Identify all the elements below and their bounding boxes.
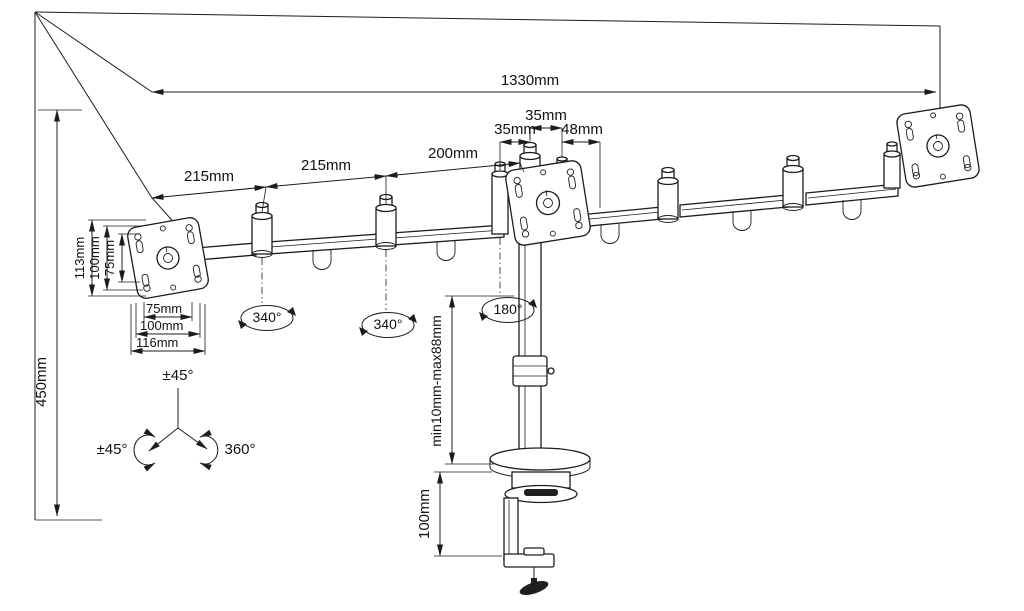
label-clamp-height: 100mm bbox=[416, 489, 433, 539]
rotation-oval-center bbox=[481, 297, 535, 323]
collar-screw bbox=[547, 367, 555, 375]
clamp-knob bbox=[519, 581, 549, 595]
label-arm-segment-1: 215mm bbox=[184, 168, 234, 185]
rotation-oval-joint2 bbox=[361, 312, 415, 338]
rotate-arc-right bbox=[199, 429, 219, 471]
frame-top-line bbox=[34, 11, 941, 27]
label-vesa-116: 116mm bbox=[136, 335, 178, 350]
cable-clip-1 bbox=[312, 250, 332, 270]
label-center-offset-1: 35mm bbox=[494, 121, 536, 138]
label-joint1-swivel: 340° bbox=[253, 309, 282, 325]
tilt-arc-left bbox=[133, 428, 156, 472]
vesa-plate-left bbox=[127, 217, 209, 299]
arm-segment-1 bbox=[267, 233, 381, 255]
tilt-indicator bbox=[133, 388, 219, 472]
center-pole bbox=[512, 227, 555, 463]
rotation-indicators bbox=[133, 297, 537, 472]
label-total-width: 1330mm bbox=[501, 72, 559, 89]
label-rotation-360: 360° bbox=[224, 441, 255, 458]
label-tilt-side: ±45° bbox=[97, 441, 128, 458]
clamp-jaw-pad bbox=[523, 547, 545, 556]
vesa-plate-center bbox=[505, 160, 591, 246]
vesa-plate-right bbox=[896, 104, 980, 188]
label-tilt: ±45° bbox=[163, 367, 194, 384]
label-column-height: 450mm bbox=[33, 357, 50, 407]
cable-clip-2 bbox=[436, 241, 456, 261]
dim-line-arm-1 bbox=[151, 185, 267, 200]
center-offset-cylinder-left bbox=[491, 161, 509, 235]
clamp-base-disc bbox=[489, 447, 591, 471]
dim-line-arm-3 bbox=[385, 161, 521, 178]
right-plate-pivot bbox=[883, 141, 901, 189]
frame-diagonal-upper bbox=[34, 11, 153, 93]
label-center-offset-2: 35mm bbox=[525, 107, 567, 124]
label-vesa-113: 113mm bbox=[72, 237, 87, 279]
clamp-lower-jaw bbox=[503, 553, 555, 568]
cable-clip-4 bbox=[732, 211, 752, 231]
dimension-labels: 1330mm 215mm 215mm 200mm 35mm 35mm 48mm … bbox=[33, 72, 603, 539]
cable-clips bbox=[312, 200, 862, 270]
label-height-range: min10mm-max88mm bbox=[428, 315, 444, 446]
label-arm-segment-3: 200mm bbox=[428, 145, 478, 162]
arm-segment-2 bbox=[391, 224, 505, 246]
pole-collar bbox=[512, 355, 548, 387]
dimension-lines bbox=[54, 89, 937, 557]
label-center-offset-3: 48mm bbox=[561, 121, 603, 138]
joint-cylinder-4 bbox=[782, 154, 804, 211]
label-center-swivel: 180° bbox=[494, 301, 523, 317]
joint-cylinder-3 bbox=[657, 166, 679, 223]
label-vesa-75v: 75mm bbox=[102, 240, 117, 276]
label-vesa-75h: 75mm bbox=[146, 301, 182, 316]
dim-line-arm-2 bbox=[265, 174, 387, 189]
desk-clamp bbox=[489, 447, 591, 595]
arm-segment-5 bbox=[805, 183, 899, 206]
label-arm-segment-2: 215mm bbox=[301, 157, 351, 174]
cable-clip-5 bbox=[842, 200, 862, 220]
rotation-oval-joint1 bbox=[240, 305, 294, 331]
label-joint2-swivel: 340° bbox=[374, 316, 403, 332]
label-vesa-100h: 100mm bbox=[140, 318, 183, 333]
frame-diagonal-lower bbox=[34, 11, 197, 248]
arm-segment-4 bbox=[679, 194, 789, 218]
clamp-slot bbox=[524, 489, 558, 496]
label-vesa-100v: 100mm bbox=[87, 236, 102, 279]
clamp-spine bbox=[503, 497, 519, 561]
cable-clip-3 bbox=[600, 224, 620, 244]
